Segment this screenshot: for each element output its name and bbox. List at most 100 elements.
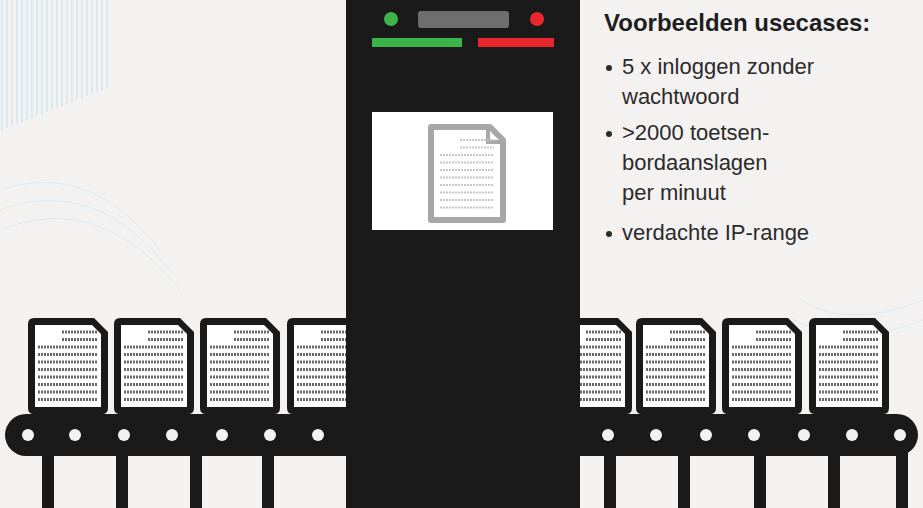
binary-row: [124, 398, 184, 401]
belt-roller: [118, 429, 130, 441]
belt-leg: [896, 450, 908, 508]
binary-row: [124, 376, 184, 379]
binary-row: [819, 346, 879, 349]
document-page: [729, 325, 795, 407]
belt-roller: [216, 429, 228, 441]
binary-row: [732, 361, 792, 364]
binary-row: [38, 346, 98, 349]
bg-line: [37, 0, 38, 116]
binary-row: [124, 346, 184, 349]
belt-roller: [312, 429, 324, 441]
binary-row: [586, 331, 622, 334]
belt-roller: [748, 429, 760, 441]
document-page: [121, 325, 187, 407]
binary-row: [732, 376, 792, 379]
binary-row: [124, 391, 184, 394]
bg-line: [27, 0, 28, 120]
binary-row: [210, 376, 270, 379]
bg-line: [77, 0, 78, 100]
belt-roller: [700, 429, 712, 441]
binary-row: [210, 391, 270, 394]
bg-line: [62, 0, 63, 106]
binary-row: [38, 383, 98, 386]
belt-leg: [678, 450, 690, 508]
binary-row: [460, 139, 494, 141]
binary-row: [646, 353, 706, 356]
binary-row: [38, 368, 98, 371]
binary-row: [38, 353, 98, 356]
bg-line: [2, 0, 3, 130]
binary-row: [440, 199, 494, 201]
binary-row: [819, 383, 879, 386]
binary-row: [440, 177, 494, 179]
binary-row: [646, 376, 706, 379]
belt-roller: [894, 429, 906, 441]
usecase-item: >2000 toetsen- bordaanslagen per minuut: [622, 118, 804, 208]
bg-line: [17, 0, 18, 124]
document-icon: [722, 318, 802, 414]
bullet-dot: [606, 65, 612, 71]
belt-leg: [262, 450, 274, 508]
bullet-dot: [606, 131, 612, 137]
belt-roller: [798, 429, 810, 441]
binary-row: [124, 368, 184, 371]
belt-leg: [754, 450, 766, 508]
belt-leg: [42, 450, 54, 508]
bg-line: [42, 0, 43, 114]
document-page: [207, 325, 273, 407]
binary-row: [732, 346, 792, 349]
binary-row: [756, 338, 792, 341]
binary-row: [646, 398, 706, 401]
binary-row: [38, 391, 98, 394]
belt-roller: [69, 429, 81, 441]
document-frame: [200, 318, 280, 414]
binary-row: [440, 207, 494, 209]
bg-line: [97, 0, 98, 92]
binary-row: [819, 368, 879, 371]
belt-leg: [828, 450, 840, 508]
document-frame: [809, 318, 889, 414]
belt-roller: [166, 429, 178, 441]
binary-row: [38, 376, 98, 379]
bg-line: [107, 0, 108, 88]
bg-line: [52, 0, 53, 110]
binary-row: [440, 184, 494, 186]
belt-roller: [264, 429, 276, 441]
binary-row: [819, 361, 879, 364]
document-icon: [200, 318, 280, 414]
belt-leg: [116, 450, 128, 508]
belt-roller: [846, 429, 858, 441]
binary-row: [38, 398, 98, 401]
binary-row: [819, 391, 879, 394]
binary-row: [148, 338, 184, 341]
binary-row: [732, 368, 792, 371]
binary-row: [460, 147, 494, 149]
binary-row: [210, 368, 270, 371]
binary-row: [646, 368, 706, 371]
binary-row: [210, 346, 270, 349]
binary-row: [440, 192, 494, 194]
document-page: [35, 325, 101, 407]
binary-row: [732, 391, 792, 394]
binary-row: [124, 361, 184, 364]
bg-line: [92, 0, 93, 94]
binary-row: [670, 338, 706, 341]
bullet-dot: [606, 231, 612, 237]
bg-line: [67, 0, 68, 104]
usecase-item: verdachte IP-range: [622, 218, 912, 248]
bg-line: [32, 0, 33, 118]
binary-row: [732, 353, 792, 356]
document-icon: [636, 318, 716, 414]
binary-row: [670, 331, 706, 334]
binary-row: [440, 169, 494, 171]
binary-row: [819, 353, 879, 356]
document-frame: [114, 318, 194, 414]
binary-row: [843, 338, 879, 341]
bg-line: [82, 0, 83, 98]
binary-row: [732, 383, 792, 386]
document-page: [643, 325, 709, 407]
binary-row: [62, 331, 98, 334]
document-icon: [809, 318, 889, 414]
belt-roller: [22, 429, 34, 441]
binary-row: [843, 331, 879, 334]
